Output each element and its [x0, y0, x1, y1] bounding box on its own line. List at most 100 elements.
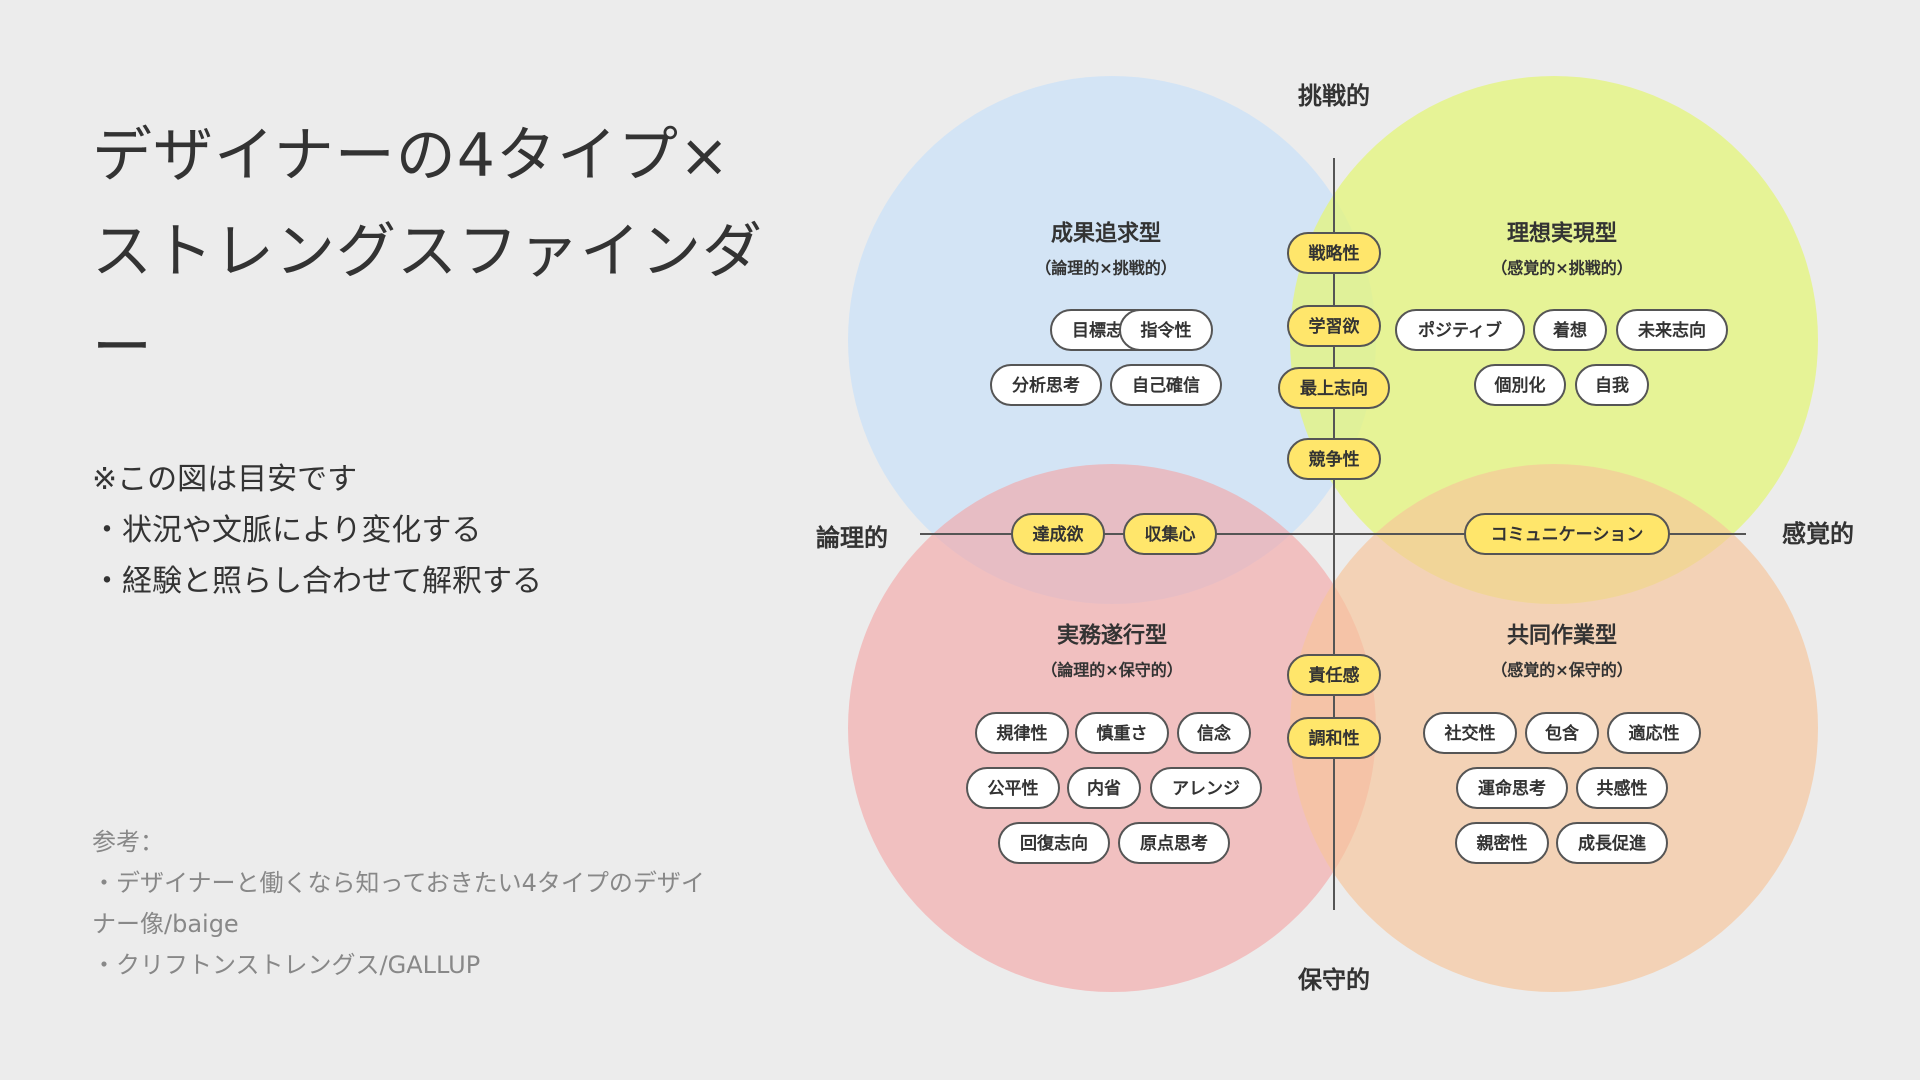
title-line-2: ストレングスファインダー	[92, 217, 763, 383]
highlight-pill-vertical: 学習欲	[1287, 305, 1381, 347]
pill-bg	[1616, 309, 1728, 351]
pill-label: 達成欲	[1033, 524, 1084, 545]
pill-bottom-left: 信念	[1177, 712, 1251, 754]
references-heading: 参考：	[92, 828, 164, 856]
left-panel: デザイナーの4タイプ× ストレングスファインダー ※この図は目安です ・状況や文…	[92, 108, 792, 607]
pill-top-right: ポジティブ	[1395, 309, 1525, 351]
pill-label: アレンジ	[1172, 779, 1240, 799]
notes: ※この図は目安です ・状況や文脈により変化する ・経験と照らし合わせて解釈する	[92, 454, 792, 607]
pill-label: 未来志向	[1637, 320, 1706, 341]
quadrant-subtitle-bottom-right: （感覚的×保守的）	[1491, 661, 1632, 680]
pill-bg	[975, 712, 1069, 754]
pill-bottom-right: 適応性	[1607, 712, 1701, 754]
pill-bg	[1287, 438, 1381, 480]
pill-label: 内省	[1087, 778, 1121, 799]
pill-label: 学習欲	[1309, 316, 1360, 337]
pill-label: 個別化	[1494, 375, 1546, 396]
pill-label: 競争性	[1309, 449, 1360, 470]
pill-label: 慎重さ	[1097, 723, 1148, 744]
reference-line: ・デザイナーと働くなら知っておきたい4タイプのデザイ	[92, 869, 705, 897]
pill-top-right: 自我	[1575, 364, 1649, 406]
pill-label: 親密性	[1477, 833, 1528, 854]
axis-label-right: 感覚的	[1782, 520, 1854, 548]
pill-bg	[1525, 712, 1599, 754]
highlight-pill-vertical: 競争性	[1287, 438, 1381, 480]
pill-label: 最上志向	[1300, 378, 1368, 399]
pill-label: ポジティブ	[1418, 320, 1502, 341]
pill-bottom-right: 社交性	[1423, 712, 1517, 754]
pill-bg	[1119, 309, 1213, 351]
pill-label: 回復志向	[1020, 833, 1088, 854]
quadrant-title-bottom-right: 共同作業型	[1507, 624, 1617, 649]
quadrant-title-bottom-left: 実務遂行型	[1057, 623, 1167, 649]
pill-bg	[1556, 822, 1668, 864]
pill-label: 共感性	[1597, 778, 1648, 799]
pill-bg	[1067, 767, 1141, 809]
pill-bg	[1177, 712, 1251, 754]
pill-bottom-left: 内省	[1067, 767, 1141, 809]
pill-bg	[1474, 364, 1566, 406]
pill-bg	[966, 767, 1060, 809]
reference-line: ・クリフトンストレングス/GALLUP	[92, 951, 481, 979]
pill-bg	[1464, 513, 1670, 555]
pill-label: 原点思考	[1140, 833, 1208, 854]
pill-label: コミュニケーション	[1491, 525, 1644, 545]
pill-bg	[1110, 364, 1222, 406]
pill-bg	[1533, 309, 1607, 351]
pill-label: 適応性	[1629, 723, 1680, 744]
pill-top-right: 個別化	[1474, 364, 1566, 406]
references: 参考： ・デザイナーと働くなら知っておきたい4タイプのデザイ ナー像/baige…	[92, 822, 712, 986]
note-line: ・状況や文脈により変化する	[92, 513, 482, 548]
page-title: デザイナーの4タイプ× ストレングスファインダー	[92, 108, 792, 396]
labels-layer: 挑戦的保守的論理的感覚的成果追求型（論理的×挑戦的）理想実現型（感覚的×挑戦的）…	[816, 82, 1854, 994]
pill-label: 自己確信	[1132, 375, 1200, 396]
pill-bg	[998, 822, 1110, 864]
pill-top-right: 未来志向	[1616, 309, 1728, 351]
pill-label: 指令性	[1141, 320, 1192, 341]
highlight-pill-vertical: 最上志向	[1278, 367, 1390, 409]
note-line: ※この図は目安です	[92, 462, 358, 497]
highlight-pill-vertical: 調和性	[1287, 717, 1381, 759]
pill-bg	[990, 364, 1102, 406]
axis-label-top: 挑戦的	[1298, 82, 1370, 110]
pill-bottom-right: 親密性	[1455, 822, 1549, 864]
highlight-pill-vertical: 責任感	[1287, 654, 1381, 696]
pill-bg	[1455, 822, 1549, 864]
pill-label: 着想	[1552, 320, 1587, 341]
pill-label: 分析思考	[1012, 375, 1080, 396]
pill-bg	[1278, 367, 1390, 409]
pill-label: 責任感	[1309, 665, 1360, 686]
pill-bg	[1576, 767, 1668, 809]
pill-bg	[1011, 513, 1105, 555]
quadrant-subtitle-top-right: （感覚的×挑戦的）	[1491, 259, 1632, 278]
pill-bg	[1575, 364, 1649, 406]
pill-bottom-left: アレンジ	[1150, 767, 1262, 809]
pill-label: 公平性	[988, 778, 1039, 799]
pill-label: 包含	[1545, 723, 1580, 744]
pill-label: 信念	[1197, 723, 1231, 744]
pill-bg	[1150, 767, 1262, 809]
quadrant-subtitle-bottom-left: （論理的×保守的）	[1041, 661, 1182, 680]
note-line: ・経験と照らし合わせて解釈する	[92, 564, 542, 599]
pill-label: 調和性	[1309, 728, 1360, 749]
pill-bottom-right: 共感性	[1576, 767, 1668, 809]
pill-label: 戦略性	[1309, 243, 1360, 264]
axis-label-bottom: 保守的	[1297, 966, 1370, 994]
title-line-1: デザイナーの4タイプ×	[92, 121, 731, 191]
pill-top-left: 指令性	[1119, 309, 1213, 351]
pill-label: 社交性	[1444, 723, 1496, 744]
highlight-pill-horizontal: 達成欲	[1011, 513, 1105, 555]
pill-bottom-left: 回復志向	[998, 822, 1110, 864]
reference-line: ナー像/baige	[92, 910, 239, 938]
pill-label: 成長促進	[1578, 833, 1646, 854]
pill-label: 自我	[1595, 375, 1629, 396]
pills-layer: 目標志向指令性分析思考自己確信ポジティブ着想未来志向個別化自我規律性慎重さ信念公…	[966, 232, 1728, 864]
axis-label-left: 論理的	[816, 524, 888, 552]
pill-bottom-right: 成長促進	[1556, 822, 1668, 864]
pill-label: 収集心	[1145, 524, 1196, 545]
pill-top-left: 分析思考	[990, 364, 1102, 406]
pill-bottom-left: 規律性	[975, 712, 1069, 754]
pill-bg	[1395, 309, 1525, 351]
pill-bg	[1423, 712, 1517, 754]
